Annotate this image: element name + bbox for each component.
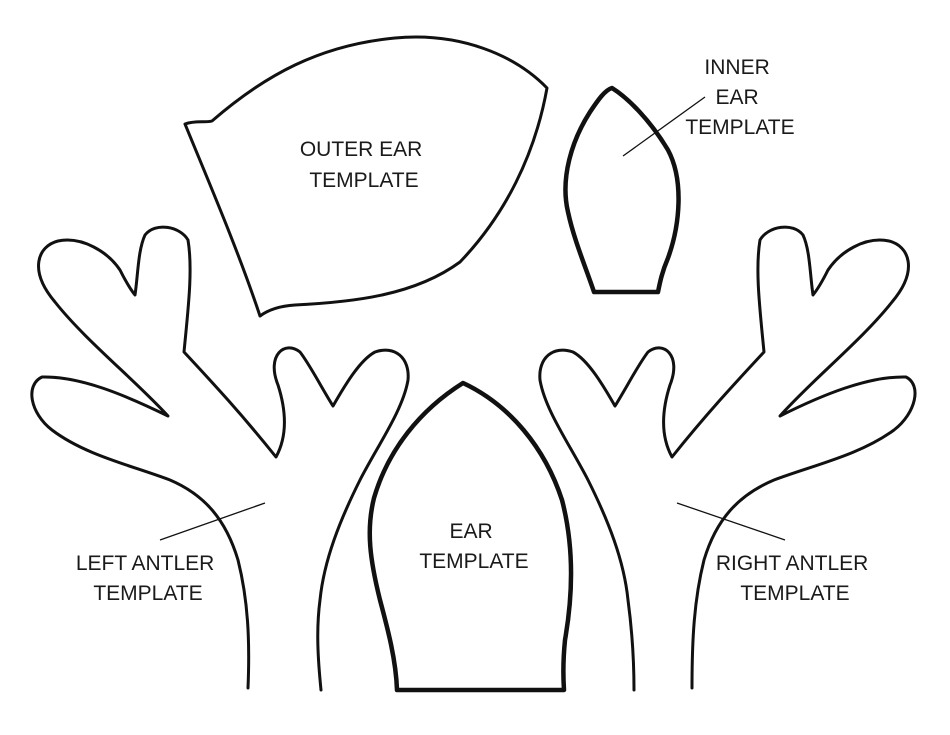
inner-ear-leader-line (622, 96, 706, 157)
outer-ear-label: OUTER EAR TEMPLATE (300, 138, 428, 192)
right-antler-label-line-2: TEMPLATE (740, 582, 849, 605)
inner-ear-label-line-2: EAR (715, 86, 758, 109)
right-antler-label-line-1: RIGHT ANTLER (716, 552, 868, 575)
right-antler-template-shape (538, 225, 917, 692)
outer-ear-label-line-1: OUTER EAR (300, 138, 423, 161)
left-antler-label-line-1: LEFT ANTLER (76, 552, 215, 575)
left-antler-template-shape (30, 225, 410, 692)
inner-ear-label-line-1: INNER (704, 56, 769, 79)
ear-label: EAR TEMPLATE (419, 520, 528, 573)
left-antler-label-line-2: TEMPLATE (93, 582, 202, 605)
ear-label-line-2: TEMPLATE (419, 550, 528, 573)
outer-ear-template-shape (183, 35, 549, 318)
inner-ear-label-line-3: TEMPLATE (685, 116, 794, 139)
right-antler-label: RIGHT ANTLER TEMPLATE (716, 552, 874, 605)
outer-ear-label-line-2: TEMPLATE (309, 169, 418, 192)
ear-label-line-1: EAR (449, 520, 492, 543)
ear-template-shape (367, 380, 574, 693)
left-antler-label: LEFT ANTLER TEMPLATE (76, 552, 220, 605)
left-antler-leader-line (159, 502, 266, 541)
right-antler-leader-line (676, 502, 786, 541)
inner-ear-template-shape (563, 85, 681, 295)
inner-ear-label: INNER EAR TEMPLATE (685, 56, 794, 139)
